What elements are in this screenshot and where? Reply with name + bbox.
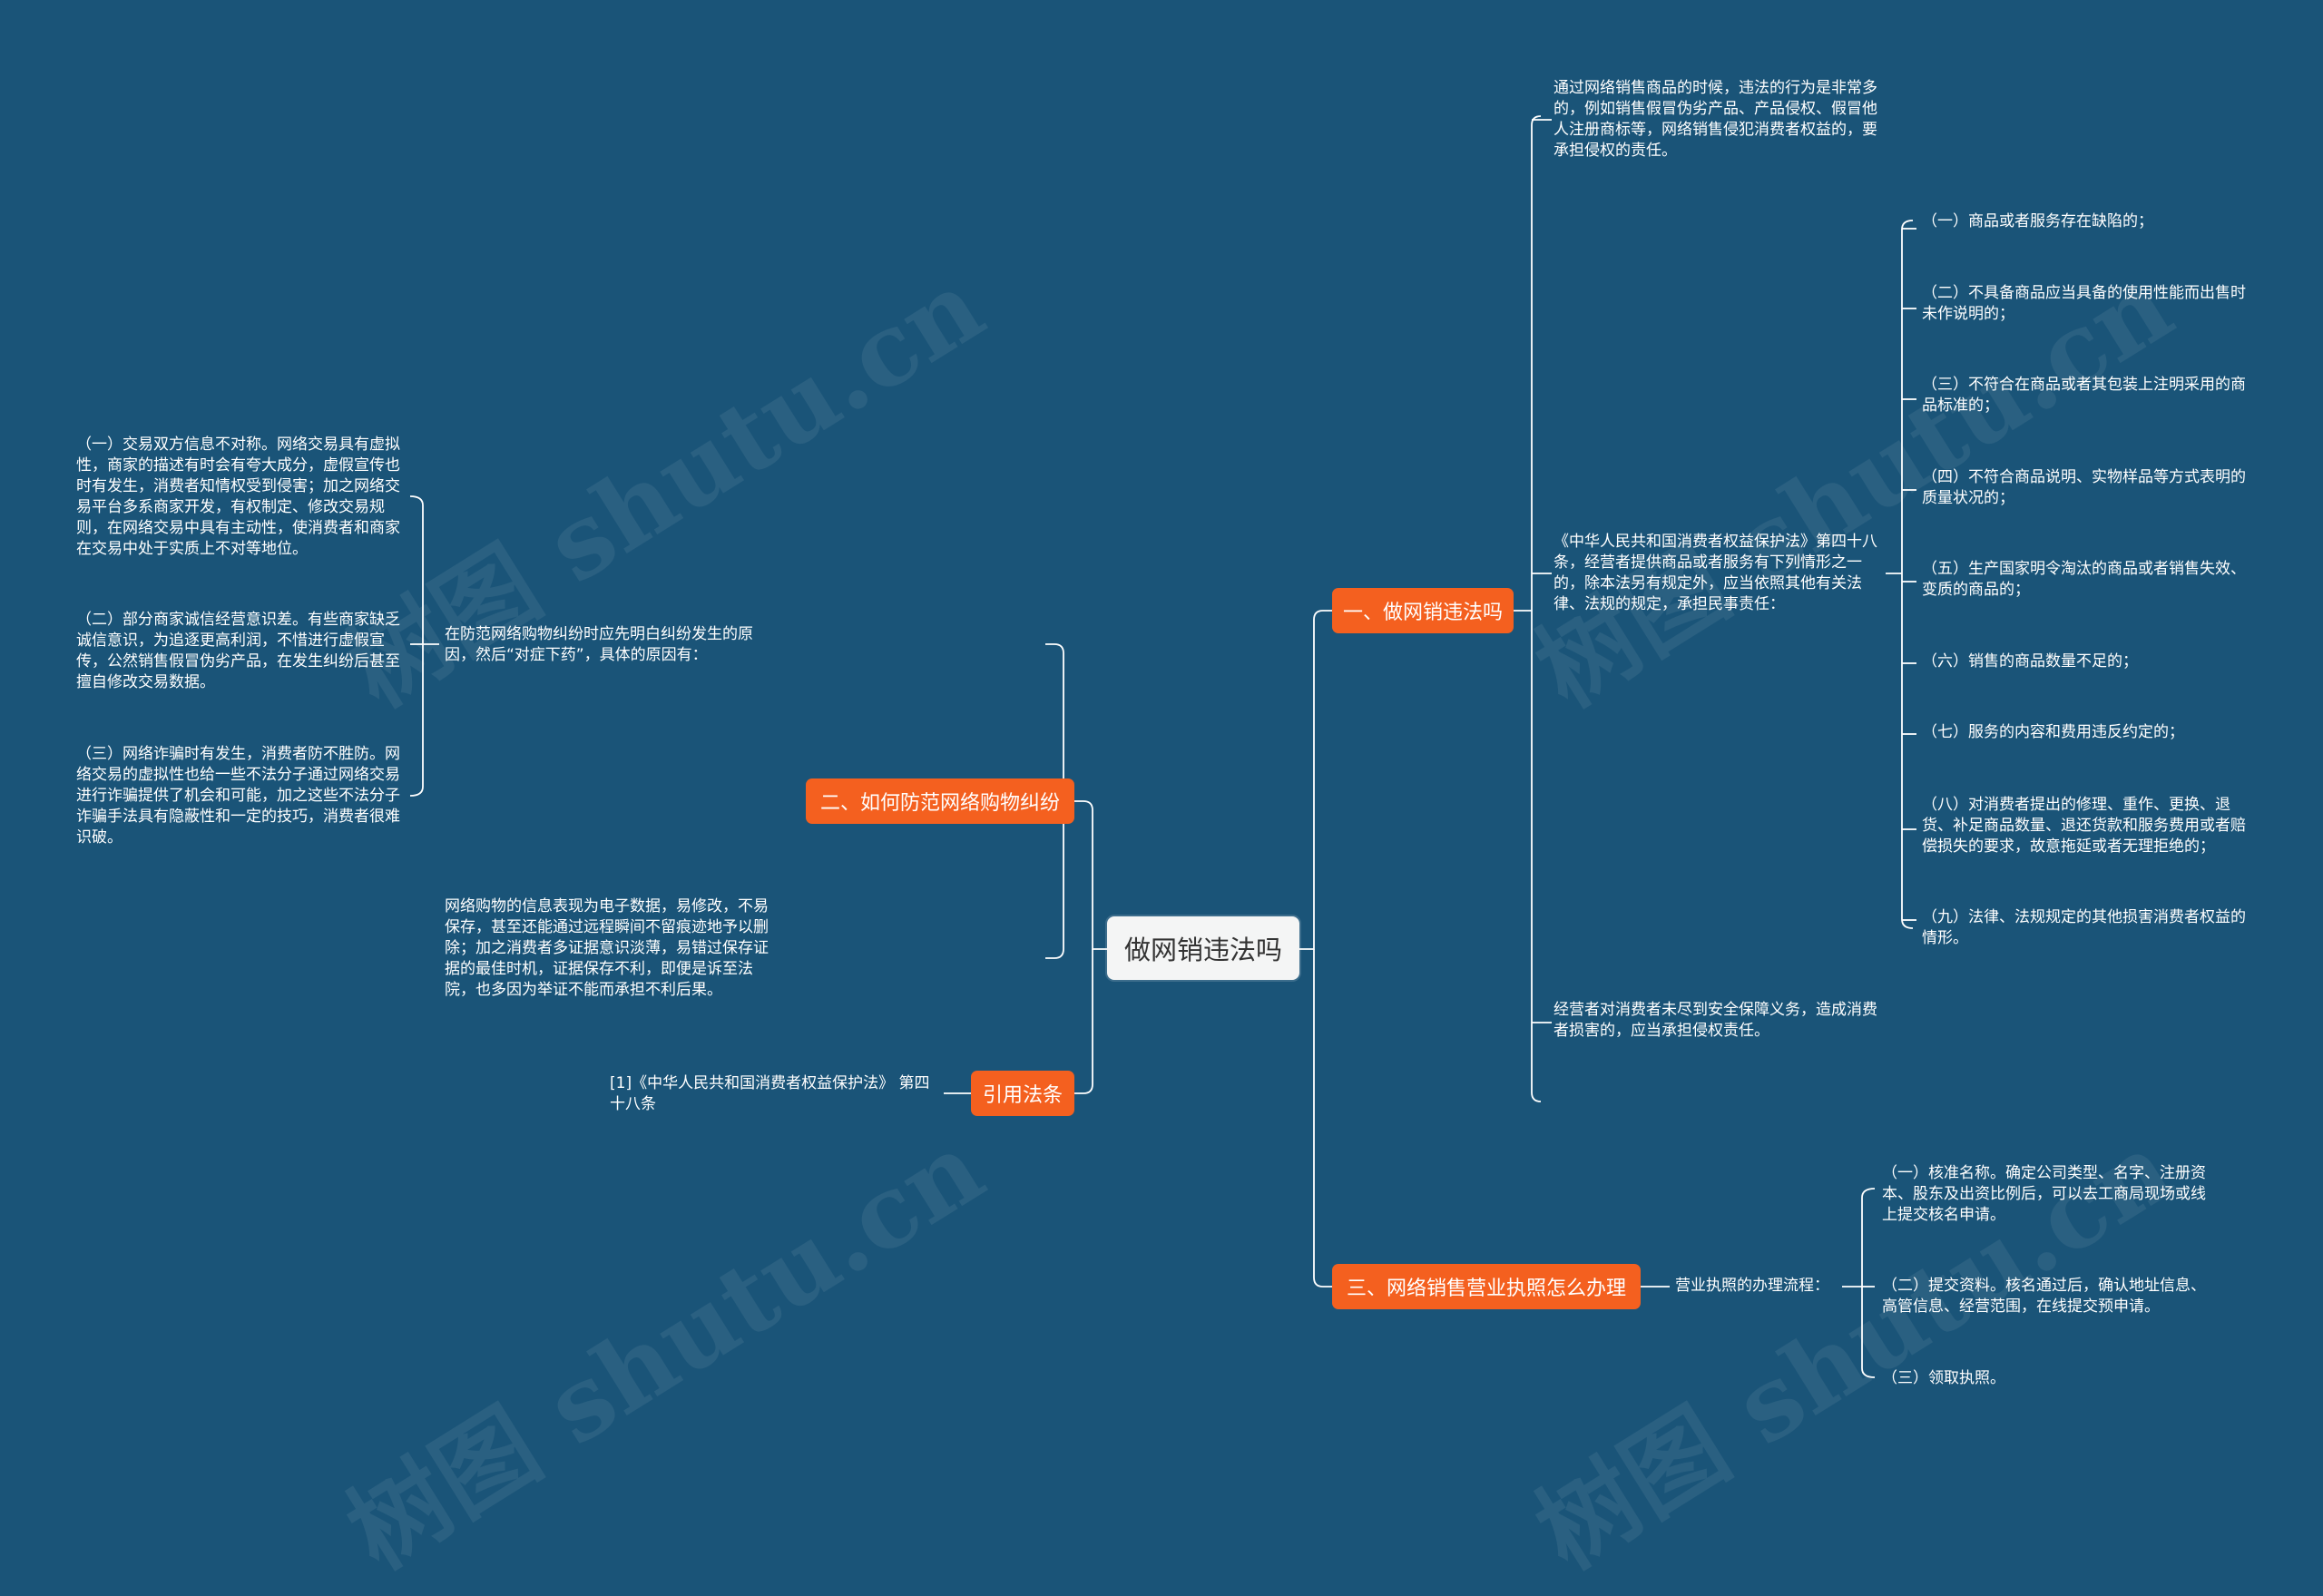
root-node[interactable]: 做网销违法吗	[1107, 916, 1299, 980]
root-label: 做网销违法吗	[1123, 935, 1282, 965]
branch-b1[interactable]: 一、做网销违法吗	[1332, 588, 1514, 633]
b1-item: （六）销售的商品数量不足的；	[1922, 652, 2138, 671]
b1-item: （五）生产国家明令淘汰的商品或者销售失效、变质的商品的；	[1922, 560, 2246, 599]
connector-items-bracket	[1901, 220, 1914, 929]
connector-root-b1	[1299, 610, 1332, 950]
branch-b1-label: 一、做网销违法吗	[1342, 602, 1503, 624]
connector-root-b2	[1074, 800, 1107, 950]
b1-item: （七）服务的内容和费用违反约定的；	[1922, 723, 2184, 741]
b3-step: （一）核准名称。确定公司类型、名字、注册资本、股东及出资比例后，可以去工商局现场…	[1882, 1164, 2206, 1224]
b1-intro-text: 通过网络销售商品的时候，违法的行为是非常多的，例如销售假冒伪劣产品、产品侵权、假…	[1554, 79, 1877, 160]
b4-ref-text: [1]《中华人民共和国消费者权益保护法》 第四十八条	[610, 1074, 930, 1113]
b3-step: （二）提交资料。核名通过后，确认地址信息、高管信息、经营范围，在线提交预申请。	[1882, 1277, 2206, 1316]
branch-b3[interactable]: 三、网络销售营业执照怎么办理	[1332, 1264, 1641, 1309]
b1-safety-text: 经营者对消费者未尽到安全保障义务，造成消费者损害的，应当承担侵权责任。	[1554, 1001, 1877, 1040]
b1-item: （三）不符合在商品或者其包装上注明采用的商品标准的；	[1922, 376, 2246, 415]
branch-b4-label: 引用法条	[982, 1084, 1063, 1107]
b2-evidence-text: 网络购物的信息表现为电子数据，易修改，不易保存，甚至还能通过远程瞬间不留痕迹地予…	[445, 897, 769, 999]
connector-b1-bracket	[1531, 115, 1542, 1102]
branch-b2[interactable]: 二、如何防范网络购物纠纷	[806, 778, 1074, 824]
connector-b2-evidence	[1045, 801, 1064, 959]
connector-root-b4	[1074, 949, 1093, 1094]
branch-b3-label: 三、网络销售营业执照怎么办理	[1346, 1278, 1626, 1300]
b1-law-text: 《中华人民共和国消费者权益保护法》第四十八条，经营者提供商品或者服务有下列情形之…	[1554, 533, 1877, 613]
b2-cause-item: （一）交易双方信息不对称。网络交易具有虚拟性，商家的描述有时会有夸大成分，虚假宣…	[76, 436, 400, 558]
b3-flow-text: 营业执照的办理流程：	[1675, 1277, 1829, 1295]
b2-cause-item: （二）部分商家诚信经营意识差。有些商家缺乏诚信意识，为追逐更高利润，不惜进行虚假…	[76, 611, 400, 691]
b2-cause-text: 在防范网络购物纠纷时应先明白纠纷发生的原因，然后“对症下药”，具体的原因有：	[445, 625, 753, 664]
connector-root-b3	[1313, 949, 1332, 1288]
b3-step: （三）领取执照。	[1882, 1369, 2005, 1387]
branch-b4[interactable]: 引用法条	[971, 1071, 1074, 1116]
connector-lines	[409, 115, 1916, 1378]
branch-b2-label: 二、如何防范网络购物纠纷	[819, 792, 1060, 815]
connector-causes	[409, 495, 424, 797]
b1-item: （八）对消费者提出的修理、重作、更换、退货、补足商品数量、退还货款和服务费用或者…	[1922, 796, 2246, 856]
mind-map-canvas: 树图 shutu.cn 树图 shutu.cn 树图 shutu.cn 树图 s…	[76, 79, 2246, 1591]
connector-steps-bracket	[1861, 1188, 1876, 1378]
b1-item: （四）不符合商品说明、实物样品等方式表明的质量状况的；	[1922, 468, 2246, 507]
b1-item: （一）商品或者服务存在缺陷的；	[1922, 212, 2153, 230]
b2-cause-item: （三）网络诈骗时有发生，消费者防不胜防。网络交易的虚拟性也给一些不法分子通过网络…	[76, 745, 400, 847]
b1-item: （二）不具备商品应当具备的使用性能而出售时未作说明的；	[1922, 284, 2246, 323]
connector-b2-bracket	[1045, 643, 1074, 802]
b1-item: （九）法律、法规规定的其他损害消费者权益的情形。	[1922, 908, 2246, 947]
